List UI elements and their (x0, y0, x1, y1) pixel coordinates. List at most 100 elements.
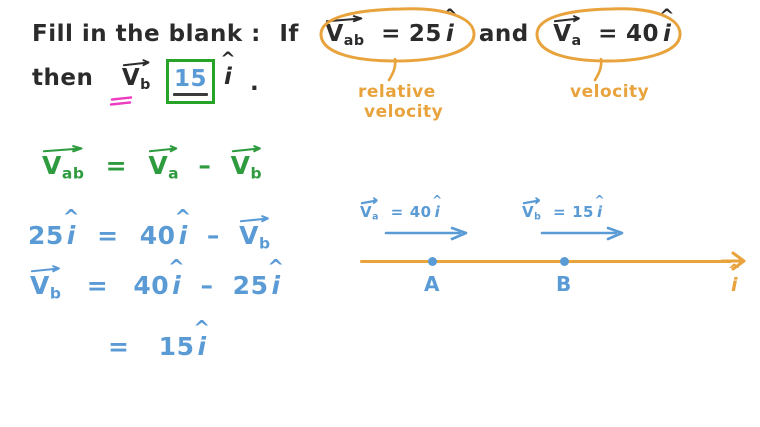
step3-lhs-subscript: b (49, 284, 62, 303)
hat-accent-icon: ^ (727, 260, 742, 279)
working-step-4: = 15^i (108, 318, 210, 361)
minus-sign: – (200, 271, 214, 300)
step3-lhs-letter: V (30, 271, 50, 300)
question-then-text: then (32, 64, 94, 91)
annotation-relative-velocity-line1: relative (358, 82, 436, 102)
unit-vector-letter: i (197, 332, 207, 361)
hat-accent-icon: ^ (594, 192, 606, 207)
equals-sign: = (86, 271, 109, 300)
unit-vector-letter: i (224, 64, 233, 90)
equals-sign: = (108, 332, 130, 361)
sentence-period: . (250, 70, 260, 96)
equals-sign: = (97, 221, 119, 250)
axis-unit-vector-label: ^i (728, 262, 741, 296)
annotation-relative-velocity-line2: velocity (364, 102, 444, 122)
vector-vb-letter: V (121, 65, 141, 91)
step1-term1-letter: V (148, 151, 169, 180)
step2-term2-subscript: b (258, 234, 271, 253)
unit-vector-letter: i (731, 274, 739, 296)
hat-accent-icon: ^ (220, 48, 237, 70)
given-va-expression: Va =40^i (537, 7, 674, 49)
answer-input-box[interactable]: 15 (166, 59, 215, 104)
annotation-relative-velocity: relative velocity (358, 82, 443, 122)
diagram-annotation-va: Va =40^i (360, 194, 442, 223)
unit-vector-letter: i (662, 21, 672, 47)
question-line-1: Fill in the blank : If Vab =25^i and Va … (32, 7, 675, 49)
hat-accent-icon: ^ (62, 204, 80, 229)
diagram-va-vector: Va (360, 197, 379, 223)
step3-term1-value: 40 (133, 271, 170, 300)
vector-vab-letter: V (325, 21, 344, 47)
step4-result-value: 15 (158, 332, 195, 361)
equals-sign: = (598, 21, 618, 47)
diagram-va-letter: V (360, 203, 373, 221)
diagram-vb-subscript: b (534, 211, 542, 223)
unit-vector-i-hat: ^i (432, 194, 442, 221)
unit-vector-letter: i (271, 271, 281, 300)
unit-vector-letter: i (596, 203, 603, 221)
unit-vector-i-hat: ^i (174, 207, 191, 250)
unit-vector-i-hat: ^i (595, 194, 605, 221)
step1-lhs-letter: V (42, 151, 62, 180)
hat-accent-icon: ^ (168, 254, 186, 279)
hat-accent-icon: ^ (267, 254, 285, 279)
step2-term1-value: 40 (139, 221, 176, 250)
minus-sign: – (198, 151, 212, 180)
working-step-3: Vb = 40^i – 25^i (30, 257, 284, 303)
vector-va-letter: V (553, 21, 572, 47)
unit-vector-i-hat: ^i (220, 50, 235, 90)
diagram-va-value: 40 (409, 203, 432, 221)
unit-vector-letter: i (434, 203, 441, 221)
annotation-velocity: velocity (570, 82, 650, 102)
leader-line-velocity (590, 57, 612, 84)
velocity-arrow-a (384, 226, 470, 242)
step2-term2-vector: Vb (239, 215, 271, 253)
equals-sign: = (553, 203, 567, 221)
hat-accent-icon: ^ (174, 204, 192, 229)
unit-vector-letter: i (178, 221, 188, 250)
point-b-marker (560, 257, 569, 266)
unit-vector-letter: i (172, 271, 182, 300)
step1-lhs-vector: Vab (42, 145, 85, 183)
unit-vector-letter: i (445, 21, 455, 47)
step2-lhs-value: 25 (28, 221, 64, 250)
vector-va-subscript: a (571, 32, 582, 49)
unit-vector-i-hat: ^i (63, 207, 80, 250)
diagram-vb-value: 15 (572, 203, 594, 221)
vector-vb-symbol: Vb (121, 59, 151, 93)
step1-lhs-subscript: ab (61, 164, 85, 183)
answer-unit-vector: ^i (220, 50, 235, 90)
pink-emphasis-mark (109, 96, 136, 108)
step1-term2-subscript: b (250, 164, 263, 183)
unit-vector-i-hat: ^i (168, 257, 185, 300)
leader-line-relative-velocity (384, 57, 406, 84)
highlight-circle-vab (318, 6, 478, 64)
vector-vb-subscript: b (140, 76, 151, 93)
question-and-text: and (478, 20, 529, 47)
step1-term2-vector: Vb (230, 145, 263, 183)
hat-accent-icon: ^ (432, 192, 443, 207)
equals-sign: = (381, 21, 401, 47)
minus-sign: – (206, 221, 220, 250)
point-a-marker (428, 257, 437, 266)
vector-vab-subscript: ab (343, 32, 365, 49)
step1-term1-vector: Va (148, 145, 180, 183)
unit-vector-letter: i (66, 221, 76, 250)
hat-accent-icon: ^ (193, 315, 211, 340)
step2-term2-letter: V (239, 221, 259, 250)
answer-underline (173, 93, 208, 96)
unit-vector-i-hat: ^i (193, 318, 210, 361)
answer-value: 15 (173, 66, 207, 92)
axis-arrowhead-icon (720, 250, 746, 274)
step1-term2-letter: V (230, 151, 251, 180)
working-step-2: 25^i = 40^i – Vb (28, 207, 271, 253)
vab-magnitude: 25 (408, 21, 442, 47)
step1-term1-subscript: a (168, 164, 180, 183)
unit-vector-i-hat: ^i (728, 262, 741, 296)
diagram-vb-letter: V (522, 203, 535, 221)
equals-sign: = (105, 151, 128, 180)
va-magnitude: 40 (625, 21, 659, 47)
question-prefix-text: Fill in the blank : (32, 20, 261, 47)
unit-vector-i-hat: ^i (267, 257, 284, 300)
